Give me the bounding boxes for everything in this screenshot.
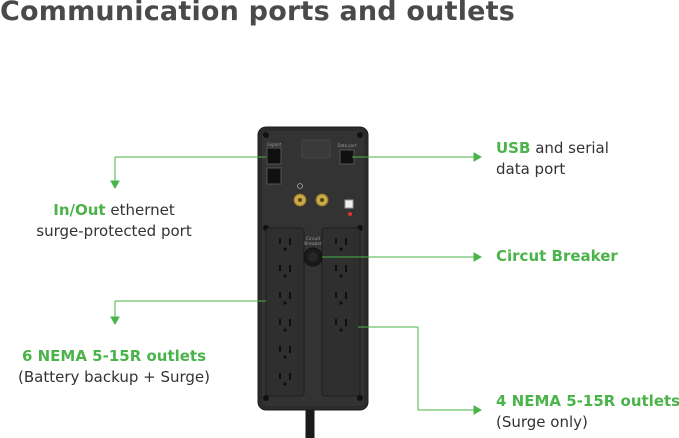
surge-outlet-3 — [335, 292, 347, 305]
battery-outlet-6 — [279, 373, 291, 386]
breaker-device-label: Circuit — [306, 236, 321, 242]
surge-outlet-panel — [321, 227, 361, 397]
nema4-label: 4 NEMA 5-15R outlets (Surge only) — [496, 392, 679, 431]
surge-outlet-4 — [335, 319, 347, 332]
data-port: Data port — [337, 143, 357, 165]
battery-outlet-4 — [279, 319, 291, 332]
surge-outlet-2 — [335, 265, 347, 278]
ethernet-ports: Gigabit — [266, 142, 282, 185]
ethernet-label: In/Out ethernet surge-protected port — [36, 201, 192, 240]
usb-label: USB and serial data port — [496, 139, 609, 178]
breaker-label: Circut Breaker — [496, 247, 618, 265]
surge-outlet-1 — [335, 238, 347, 251]
gigabit-label: Gigabit — [267, 142, 282, 147]
page-title: Communication ports and outlets — [0, 0, 516, 27]
battery-outlet-3 — [279, 292, 291, 305]
svg-text:Breaker: Breaker — [304, 241, 322, 247]
battery-outlet-1 — [279, 238, 291, 251]
battery-outlet-panel — [265, 227, 305, 397]
data-port-label: Data port — [337, 143, 356, 148]
leader-lines — [110, 152, 483, 415]
coax-connectors — [293, 183, 329, 207]
battery-outlet-5 — [279, 346, 291, 359]
circuit-breaker: Circuit Breaker — [303, 236, 323, 267]
nema6-label: 6 NEMA 5-15R outlets (Battery backup + S… — [18, 347, 210, 386]
battery-outlet-2 — [279, 265, 291, 278]
